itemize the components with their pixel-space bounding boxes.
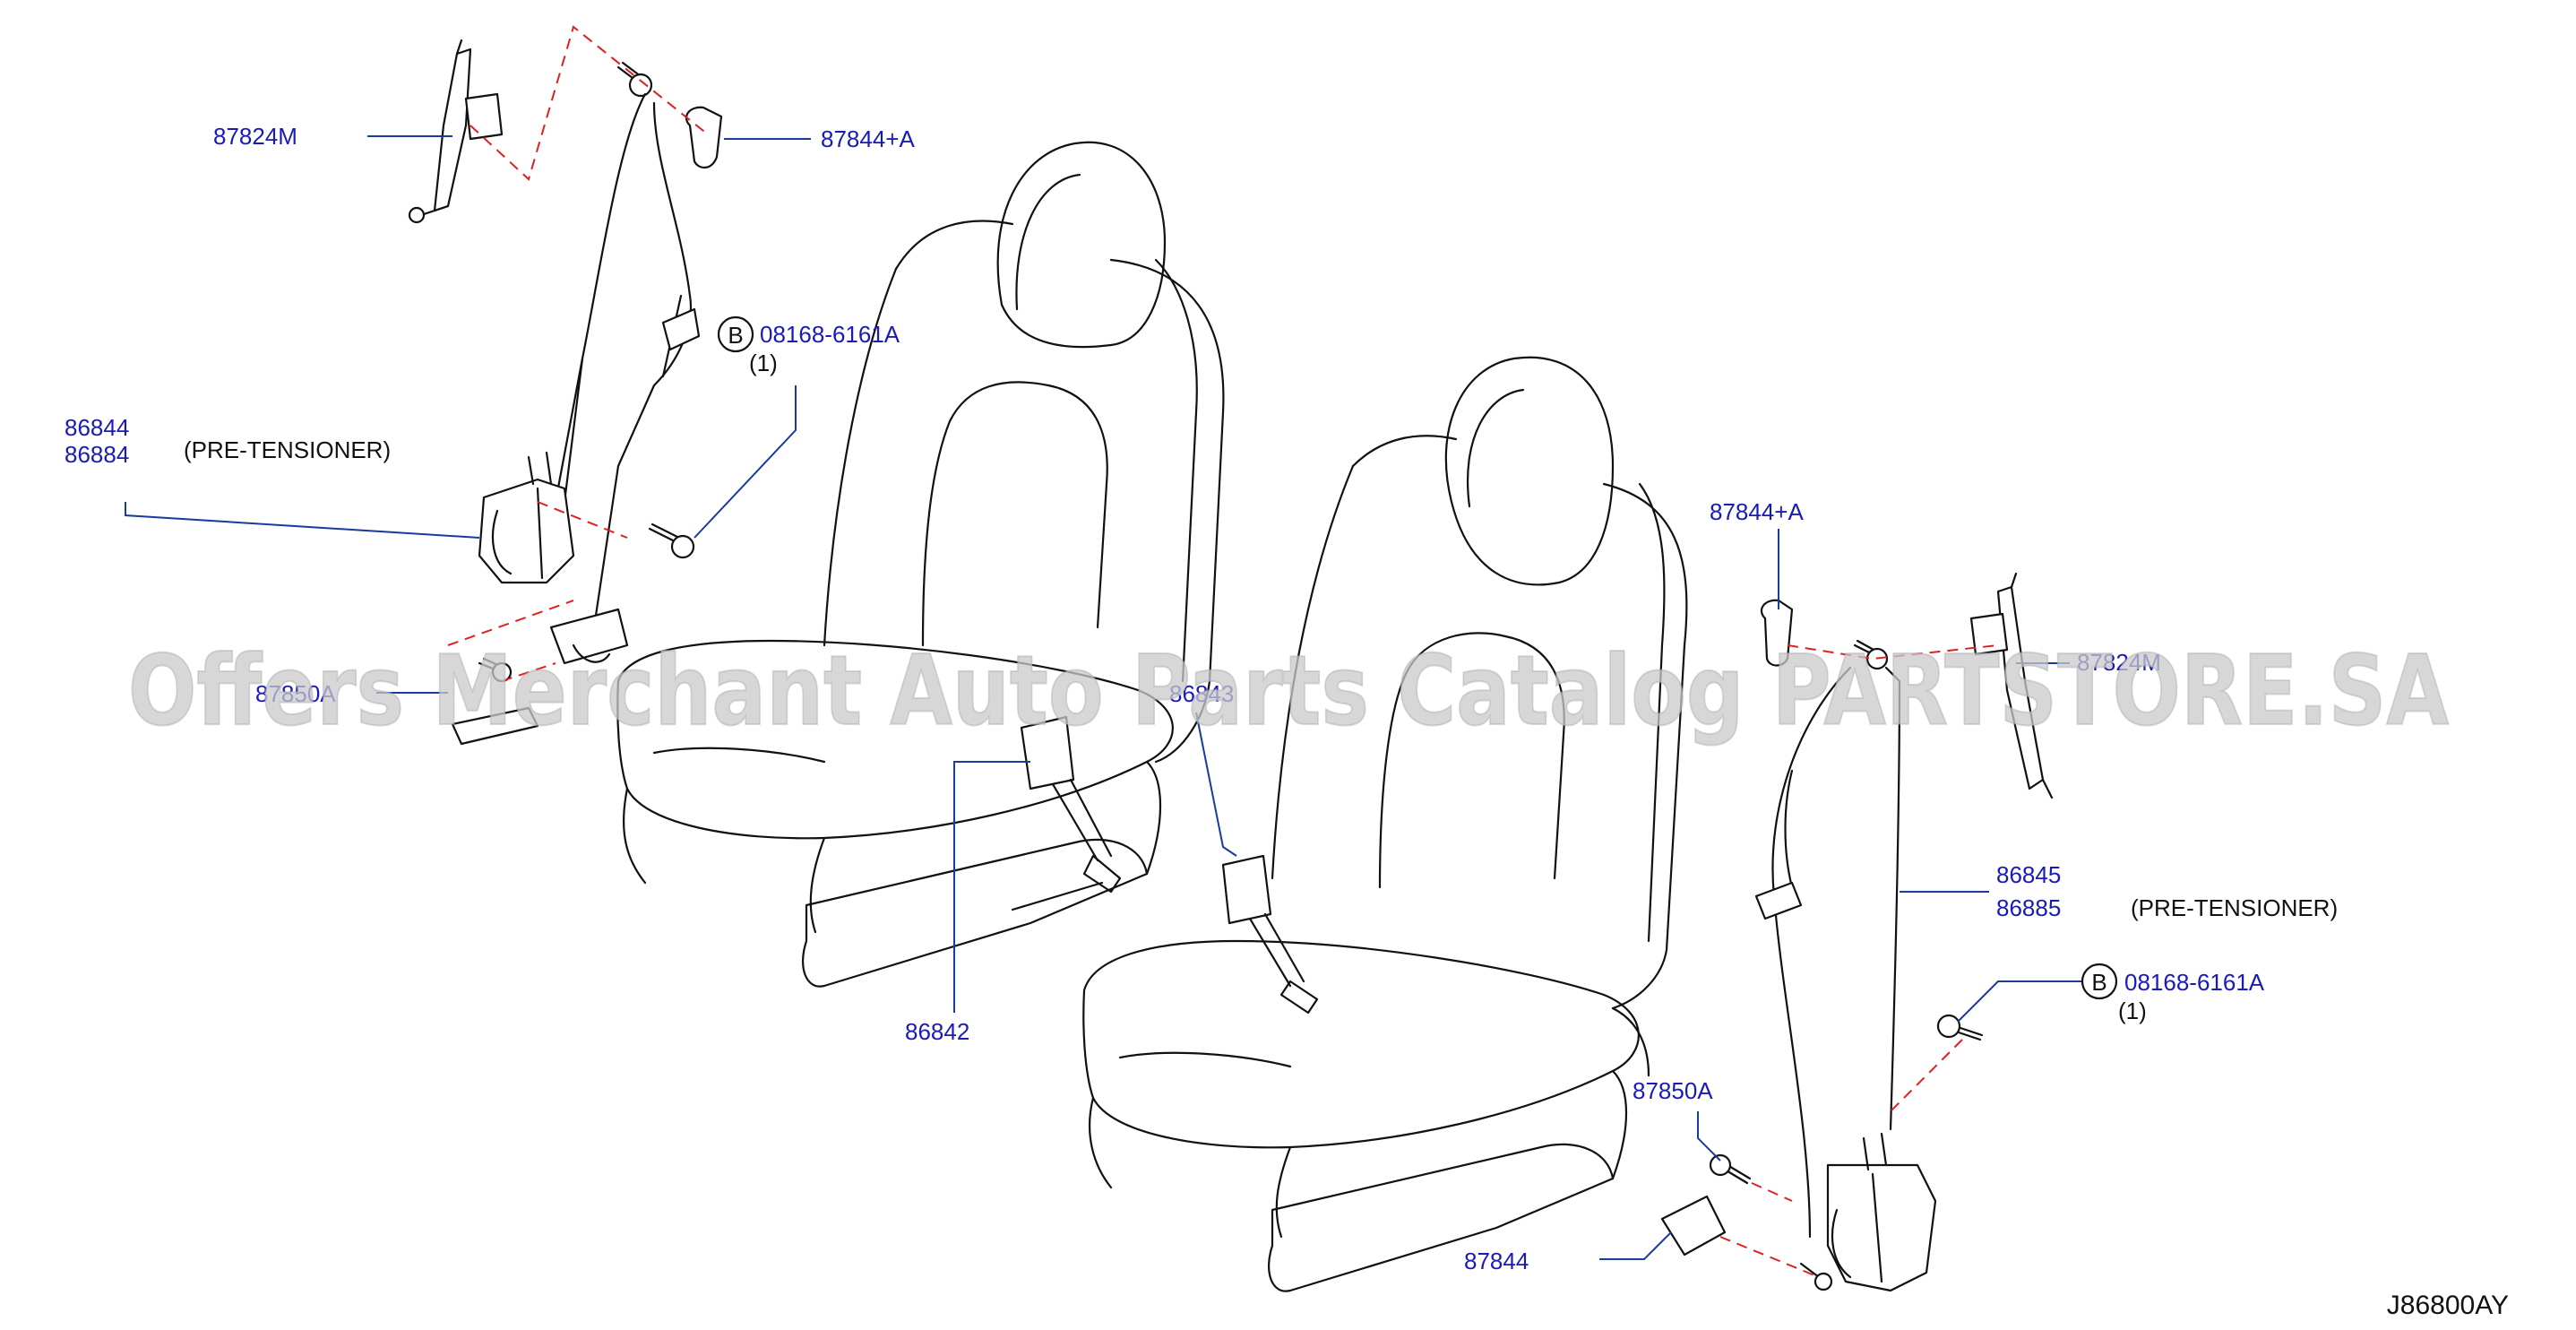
label-86844: 86844 bbox=[65, 414, 129, 441]
leader-lines bbox=[125, 135, 2101, 1260]
label-qty-left: (1) bbox=[749, 350, 778, 376]
label-86843: 86843 bbox=[1169, 680, 1234, 707]
label-87850a-left: 87850A bbox=[255, 680, 336, 707]
label-08168-left: 08168-6161A bbox=[760, 321, 900, 348]
left-front-seat-drawing bbox=[616, 141, 1225, 988]
label-87850a-right: 87850A bbox=[1633, 1077, 1713, 1104]
label-qty-right: (1) bbox=[2118, 998, 2147, 1024]
left-seat-belt-assembly bbox=[408, 25, 723, 746]
label-pretensioner-right: (PRE-TENSIONER) bbox=[2131, 894, 2338, 921]
label-86845: 86845 bbox=[1996, 861, 2061, 888]
label-86842: 86842 bbox=[905, 1018, 969, 1045]
callout-badge-right: B bbox=[2081, 963, 2118, 1000]
watermark-text: Offers Merchant Auto Parts Catalog PARTS… bbox=[128, 635, 2449, 747]
right-front-seat-drawing bbox=[1082, 356, 1688, 1292]
label-87844: 87844 bbox=[1464, 1248, 1529, 1274]
label-87824m-right: 87824M bbox=[2077, 649, 2161, 676]
svg-text:B: B bbox=[728, 322, 743, 349]
label-pretensioner-left: (PRE-TENSIONER) bbox=[184, 436, 391, 463]
label-87844a-right: 87844+A bbox=[1710, 498, 1804, 525]
label-87824m-left: 87824M bbox=[213, 123, 297, 150]
label-87844a-left: 87844+A bbox=[821, 125, 915, 152]
label-86885: 86885 bbox=[1996, 894, 2061, 921]
label-86884: 86884 bbox=[65, 441, 129, 468]
part-labels: 87824M 87844+A 08168-6161A (1) 86844 868… bbox=[65, 123, 2338, 1274]
label-08168-right: 08168-6161A bbox=[2124, 969, 2265, 996]
diagram-code: J86800AY bbox=[2387, 1291, 2509, 1320]
svg-text:B: B bbox=[2091, 969, 2106, 996]
right-seat-belt-assembly bbox=[1660, 572, 2054, 1292]
callout-badge-left: B bbox=[717, 315, 754, 353]
